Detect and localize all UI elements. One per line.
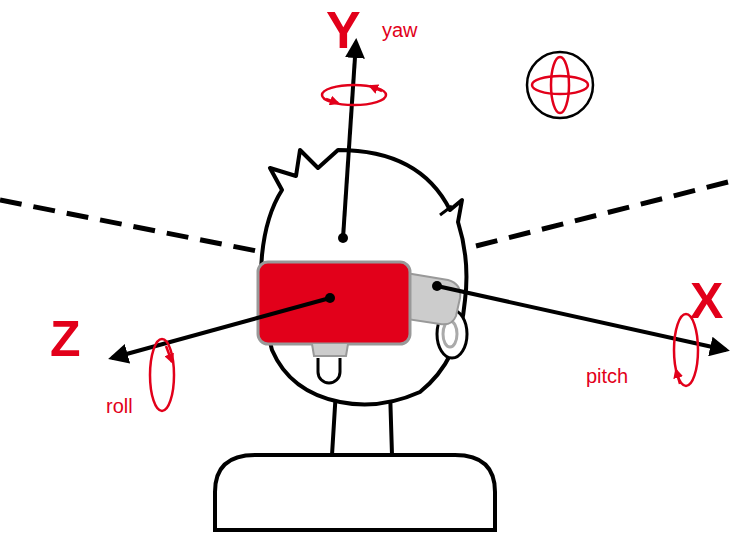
axis-origin xyxy=(338,233,348,243)
axis-origin xyxy=(432,281,442,291)
rotation-name: pitch xyxy=(586,366,628,386)
vr-goggles xyxy=(258,262,410,344)
rotation-name: yaw xyxy=(382,20,418,40)
axis-letter: Y xyxy=(326,4,361,56)
fov-line xyxy=(476,180,736,246)
yaw-rotation xyxy=(322,85,386,105)
y-axis xyxy=(343,42,356,238)
rotation-arrow xyxy=(370,86,382,91)
rotation-arrow xyxy=(326,99,338,103)
rotation-arrow xyxy=(676,370,680,384)
roll-rotation xyxy=(150,339,174,411)
hair-spike xyxy=(440,206,452,215)
nose-piece xyxy=(312,344,348,356)
shoulders xyxy=(215,455,495,530)
axis-origin xyxy=(325,293,335,303)
tongue xyxy=(318,358,340,383)
x-axis xyxy=(437,286,726,350)
rotation-arrow xyxy=(166,346,172,362)
axis-letter: Z xyxy=(50,314,81,364)
fov-line xyxy=(0,200,262,252)
rotation-name: roll xyxy=(106,396,133,416)
z-axis xyxy=(112,298,330,358)
sphere-ring xyxy=(532,76,588,94)
sphere-ring xyxy=(551,57,569,113)
sphere-icon xyxy=(527,52,593,118)
axis-letter: X xyxy=(690,276,723,326)
